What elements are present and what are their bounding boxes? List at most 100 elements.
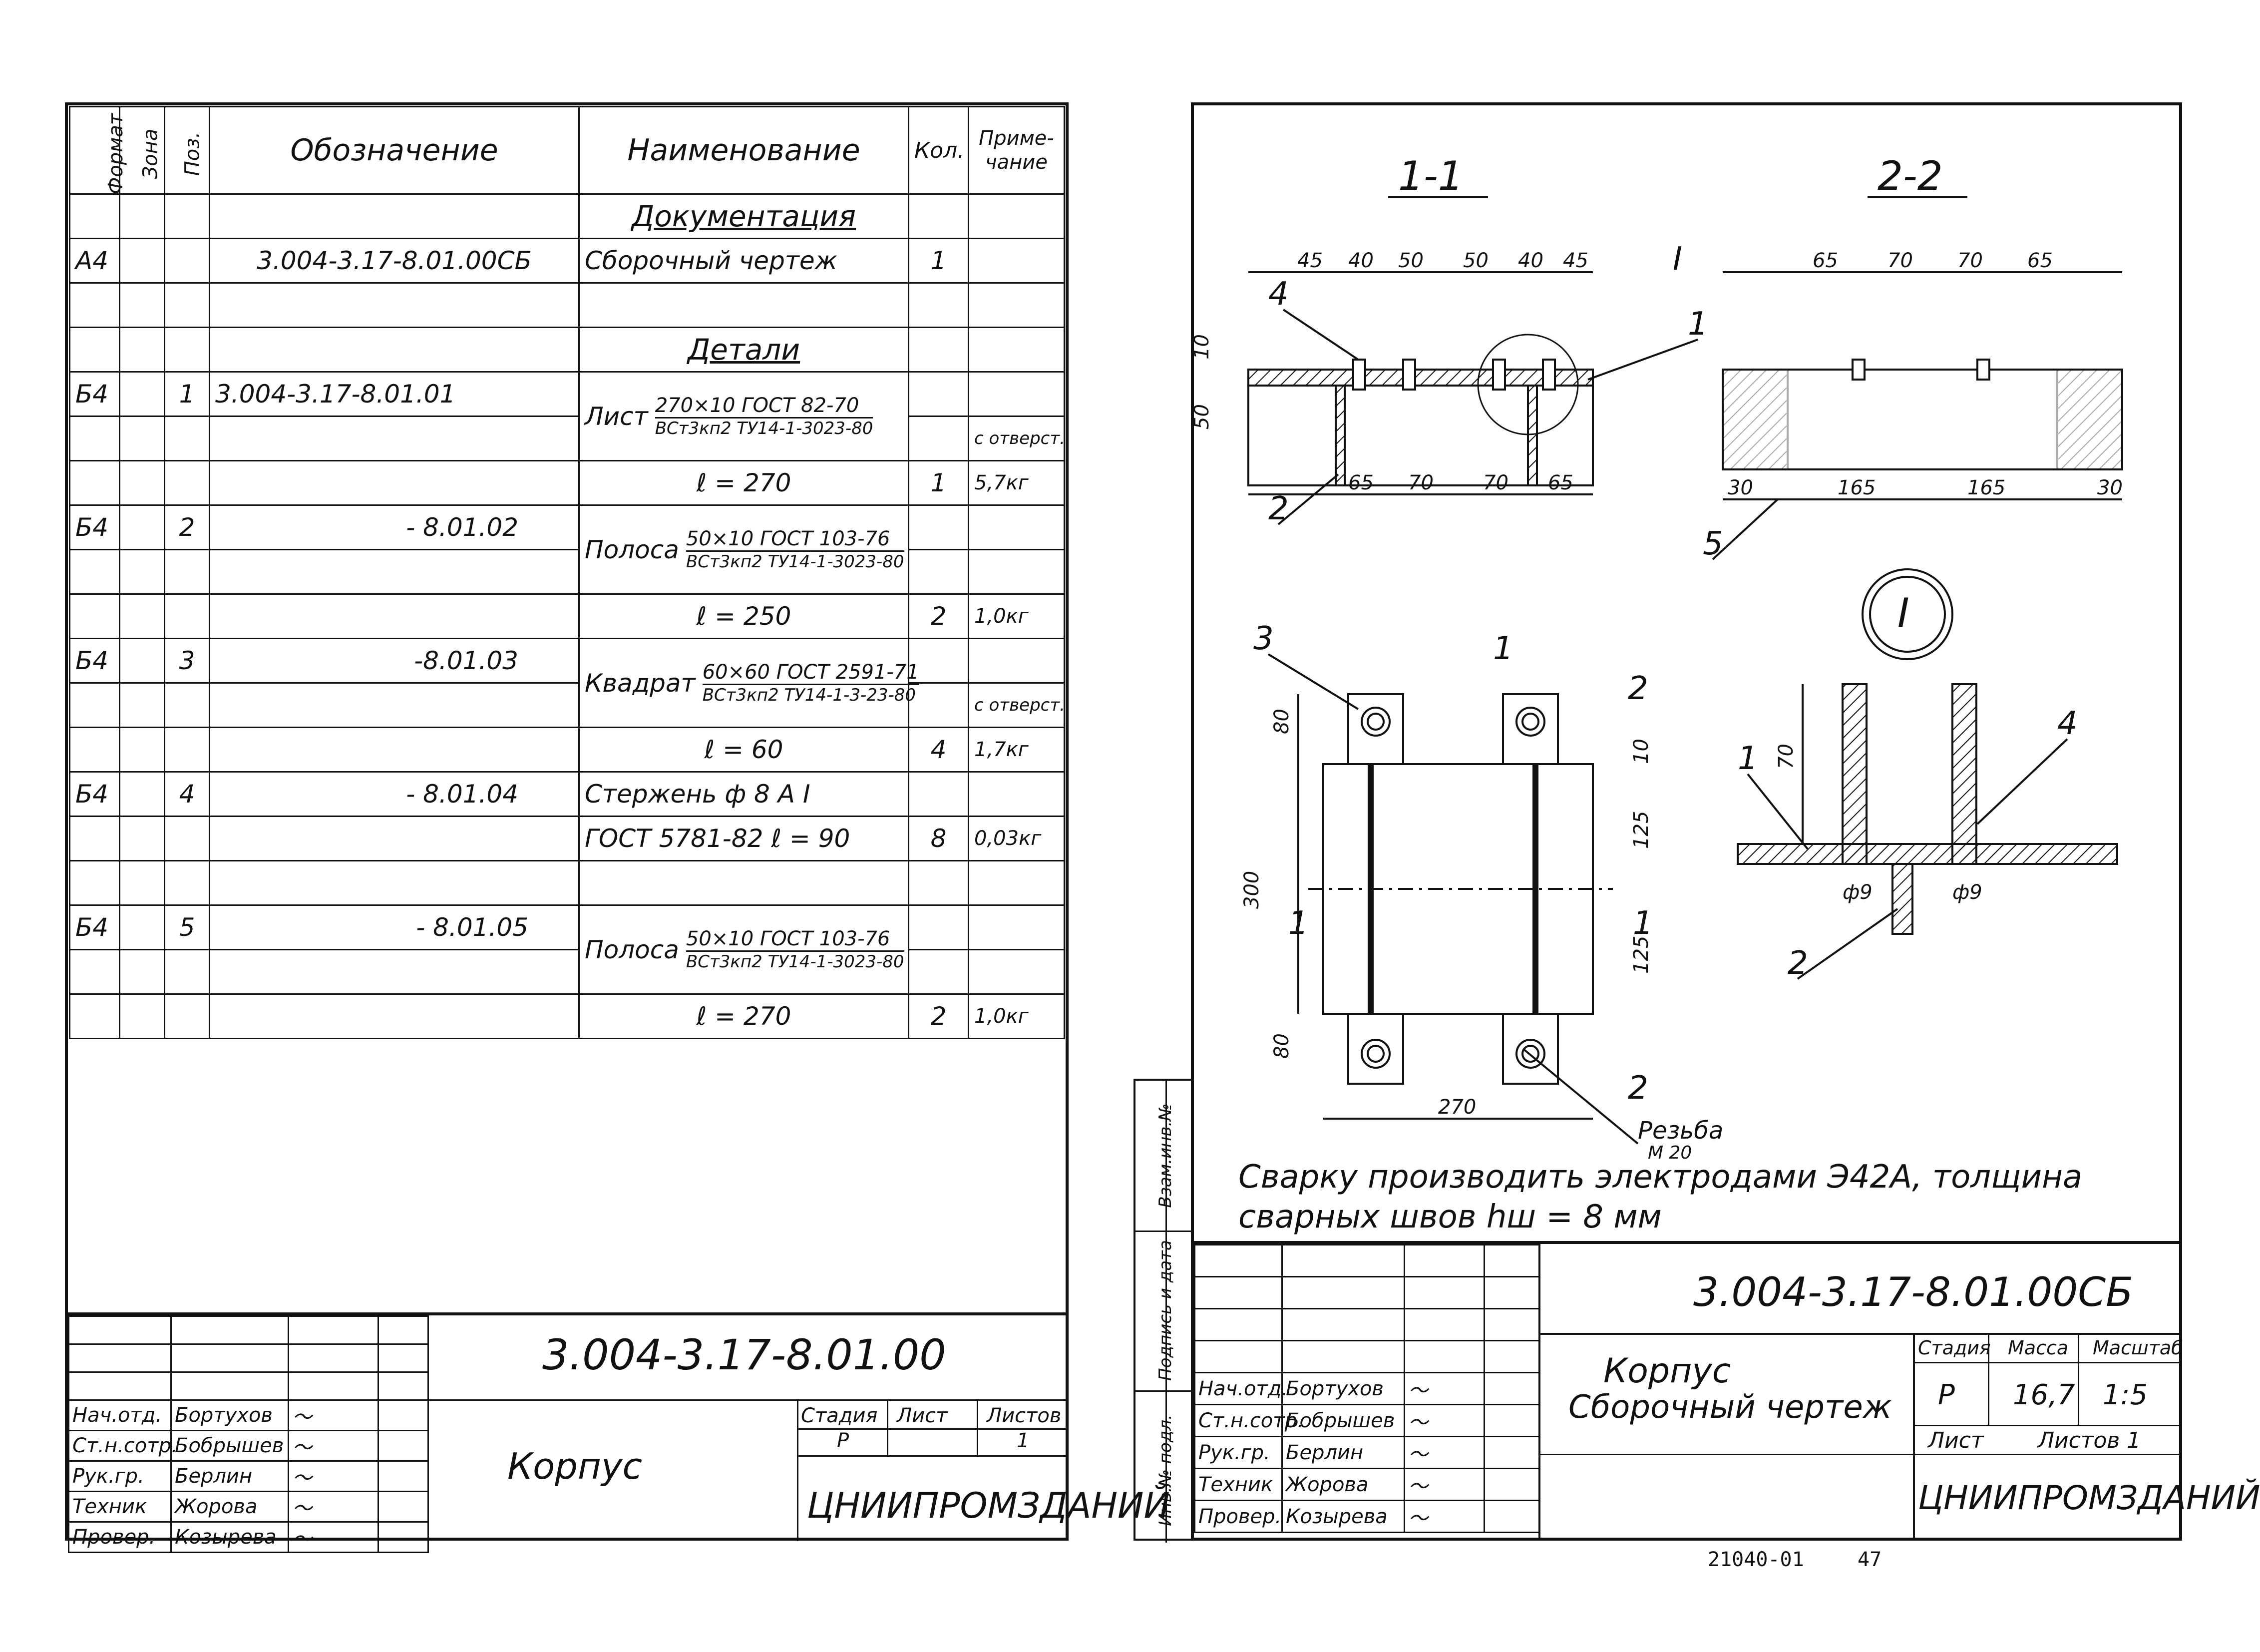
name-head: Полоса bbox=[585, 935, 679, 964]
signer-name: Бортухов bbox=[170, 1399, 289, 1431]
dim-label: 50 bbox=[1190, 404, 1213, 429]
name-head: Квадрат bbox=[585, 668, 696, 698]
cut-mark: 2 bbox=[1628, 670, 1648, 707]
cell-qty: 1 bbox=[908, 238, 969, 284]
section-2-2-view bbox=[1722, 271, 2123, 500]
name-bottom: ВСт3кп2 ТУ14-1-3023-80 bbox=[686, 552, 904, 572]
dim-label: 45 bbox=[1563, 249, 1588, 272]
signer-role: Рук.гр. bbox=[1194, 1436, 1283, 1469]
cell-mass: 0,03кг bbox=[968, 816, 1065, 861]
cut-mark: 1 bbox=[1288, 905, 1309, 942]
stage-label: Стадия bbox=[1918, 1337, 1991, 1359]
header-note-line1: Приме- bbox=[979, 127, 1054, 150]
detail-I-view bbox=[1737, 568, 2118, 935]
dim-label: 50 bbox=[1463, 249, 1489, 272]
cell-format: Б4 bbox=[69, 638, 120, 684]
dim-label: 270 bbox=[1438, 1096, 1476, 1119]
signer-role: Рук.гр. bbox=[68, 1460, 172, 1492]
signer-name: Жорова bbox=[1281, 1468, 1405, 1501]
cell-qty: 4 bbox=[908, 727, 969, 773]
dim-label: 65 bbox=[1548, 471, 1573, 494]
signature: 〜 bbox=[1404, 1372, 1485, 1405]
callout-5: 5 bbox=[1703, 525, 1723, 562]
sheet-label: Лист bbox=[897, 1404, 948, 1427]
dim-label: 65 bbox=[1813, 249, 1838, 272]
signer-name: Берлин bbox=[170, 1460, 289, 1492]
stage-label: Стадия bbox=[801, 1404, 878, 1427]
mass-label: Масса bbox=[2008, 1337, 2069, 1359]
signer-role: Провер. bbox=[1194, 1500, 1283, 1533]
dim-label: 70 bbox=[1775, 744, 1798, 769]
cell-format: Б4 bbox=[69, 504, 120, 550]
left-title-code: 3.004-3.17-8.01.00 bbox=[542, 1330, 946, 1379]
signer-role: Нач.отд. bbox=[1194, 1372, 1288, 1405]
spec-row: Б4 2 - 8.01.02 Полоса 50×10 ГОСТ 103-76 … bbox=[69, 504, 1065, 595]
header-format: Формат bbox=[69, 106, 127, 195]
right-title-grid: Нач.отд.Бортухов〜 Ст.н.сотр.Бобрышев〜 Ру… bbox=[1194, 1244, 1540, 1533]
stage-value: Р bbox=[1938, 1379, 1955, 1411]
left-title-grid: Нач.отд.Бортухов〜 Ст.н.сотр.Бобрышев〜 Ру… bbox=[68, 1315, 429, 1553]
name-top: 50×10 ГОСТ 103-76 bbox=[686, 927, 904, 952]
sheet-label: Лист bbox=[1928, 1428, 1984, 1453]
spec-row: Б4 3 -8.01.03 Квадрат 60×60 ГОСТ 2591-71… bbox=[69, 638, 1065, 728]
thread-label: Резьба bbox=[1638, 1117, 1723, 1145]
dim-label: 65 bbox=[1348, 471, 1374, 494]
dim-label: 40 bbox=[1518, 249, 1543, 272]
section-1-1-view bbox=[1247, 271, 1594, 495]
callout-1: 1 bbox=[1738, 740, 1758, 777]
signer-name: Козырева bbox=[170, 1521, 289, 1553]
signer-role: Ст.н.сотр. bbox=[1194, 1404, 1304, 1437]
callout-3: 3 bbox=[1253, 620, 1274, 657]
right-title-code: 3.004-3.17-8.01.00СБ bbox=[1693, 1269, 2133, 1315]
dim-label: 80 bbox=[1270, 709, 1293, 734]
cell-format: Б4 bbox=[69, 904, 120, 950]
dim-label: 50 bbox=[1398, 249, 1424, 272]
spec-header-row: Формат Зона Поз. Обозначение Наименовани… bbox=[69, 106, 1065, 195]
dim-label: ф9 bbox=[1843, 881, 1873, 904]
name-top: 50×10 ГОСТ 103-76 bbox=[686, 527, 904, 552]
cell-mass: 1,0кг bbox=[968, 593, 1065, 639]
callout-4: 4 bbox=[1268, 276, 1289, 313]
signature: 〜 bbox=[1404, 1404, 1485, 1437]
callout-2: 2 bbox=[1268, 490, 1289, 527]
signature: 〜 bbox=[288, 1430, 379, 1462]
signer-name: Бобрышев bbox=[1281, 1404, 1405, 1437]
dim-label: 165 bbox=[1967, 476, 2005, 499]
cell-length: ℓ = 270 bbox=[578, 993, 909, 1039]
signer-role: Ст.н.сотр. bbox=[68, 1430, 178, 1462]
thread-size: М 20 bbox=[1648, 1143, 1692, 1163]
right-title-block: Нач.отд.Бортухов〜 Ст.н.сотр.Бобрышев〜 Ру… bbox=[1194, 1241, 2260, 1541]
cell-pos: 2 bbox=[164, 504, 210, 550]
scale-label: Масштаб bbox=[2093, 1337, 2183, 1359]
dim-label: 45 bbox=[1297, 249, 1323, 272]
dim-label: 80 bbox=[1270, 1033, 1293, 1059]
cell-designation: 3.004-3.17-8.01.01 bbox=[209, 371, 580, 417]
dim-label: 70 bbox=[1887, 249, 1913, 272]
left-title-name: Корпус bbox=[507, 1445, 643, 1487]
dim-label: 10 bbox=[1190, 334, 1213, 360]
signer-name: Бобрышев bbox=[170, 1430, 289, 1462]
welding-note-line2: сварных швов hш = 8 мм bbox=[1238, 1199, 1662, 1236]
section-parts: Детали bbox=[578, 327, 909, 373]
footer-page: 47 bbox=[1858, 1548, 1882, 1571]
sheets-label: Листов 1 bbox=[2038, 1428, 2141, 1453]
signer-role: Техник bbox=[68, 1491, 172, 1523]
spec-sheet bbox=[65, 102, 1069, 1541]
dim-label: 70 bbox=[1408, 471, 1434, 494]
header-zone: Зона bbox=[119, 106, 165, 195]
dim-label: 40 bbox=[1348, 249, 1374, 272]
signature: 〜 bbox=[288, 1399, 379, 1431]
cell-designation: - 8.01.04 bbox=[209, 771, 580, 817]
cell-qty: 2 bbox=[908, 993, 969, 1039]
section-2-2-title: 2-2 bbox=[1878, 153, 1943, 199]
spec-row-doc: А4 3.004-3.17-8.01.00СБ Сборочный чертеж… bbox=[69, 238, 1065, 284]
signer-role: Техник bbox=[1194, 1468, 1283, 1501]
cell-format: Б4 bbox=[69, 371, 120, 417]
scale-value: 1:5 bbox=[2103, 1379, 2148, 1411]
header-note-line2: чание bbox=[985, 151, 1048, 174]
cell-name: Стержень ф 8 А I bbox=[578, 771, 909, 817]
cell-mass: 5,7кг bbox=[968, 460, 1065, 506]
plan-view bbox=[1297, 693, 1613, 1120]
dim-label: 70 bbox=[1957, 249, 1983, 272]
